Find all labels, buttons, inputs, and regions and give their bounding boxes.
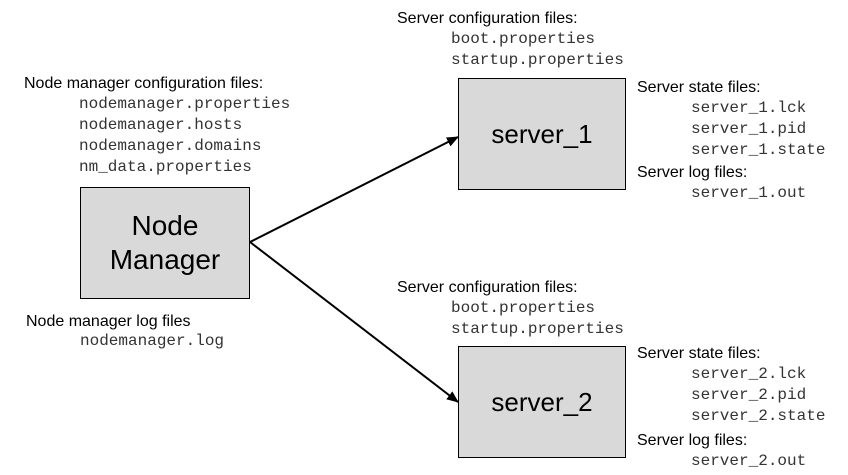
server-1-box: server_1 xyxy=(458,78,626,190)
server1-config-file: boot.properties xyxy=(451,30,596,48)
server2-state-file: server_2.state xyxy=(691,407,826,425)
server2-config-heading: Server configuration files: xyxy=(397,279,578,296)
nm-log-heading: Node manager log files xyxy=(26,313,191,330)
server1-state-file: server_1.state xyxy=(691,141,826,159)
nm-config-file: nodemanager.hosts xyxy=(79,116,243,134)
nm-log-file: nodemanager.log xyxy=(80,332,225,350)
node-manager-box: Node Manager xyxy=(80,187,250,299)
server2-state-file: server_2.pid xyxy=(691,386,807,404)
server1-state-heading: Server state files: xyxy=(637,79,761,96)
server-2-box: server_2 xyxy=(458,346,626,458)
nm-config-file: nodemanager.properties xyxy=(79,95,291,113)
server1-log-file: server_1.out xyxy=(691,184,807,202)
server2-state-heading: Server state files: xyxy=(637,345,761,362)
node-manager-box-line1: Node xyxy=(131,210,199,241)
node-manager-box-line2: Manager xyxy=(109,244,221,275)
arrow-to-server-1 xyxy=(249,136,459,243)
server1-state-file: server_1.pid xyxy=(691,120,807,138)
server2-log-heading: Server log files: xyxy=(637,432,748,449)
nm-config-file: nm_data.properties xyxy=(79,158,252,176)
server2-config-file: startup.properties xyxy=(451,320,624,338)
server1-config-heading: Server configuration files: xyxy=(397,10,578,27)
arrow-to-server-2 xyxy=(249,241,459,403)
server1-log-heading: Server log files: xyxy=(637,164,748,181)
server1-config-file: startup.properties xyxy=(451,51,624,69)
server2-config-file: boot.properties xyxy=(451,299,596,317)
server-2-box-label: server_2 xyxy=(491,387,593,417)
server-1-box-label: server_1 xyxy=(491,119,593,149)
nm-config-file: nodemanager.domains xyxy=(79,137,262,155)
server1-state-file: server_1.lck xyxy=(691,99,807,117)
nm-config-heading: Node manager configuration files: xyxy=(24,75,264,92)
server2-log-file: server_2.out xyxy=(691,452,807,470)
server2-state-file: server_2.lck xyxy=(691,365,807,383)
